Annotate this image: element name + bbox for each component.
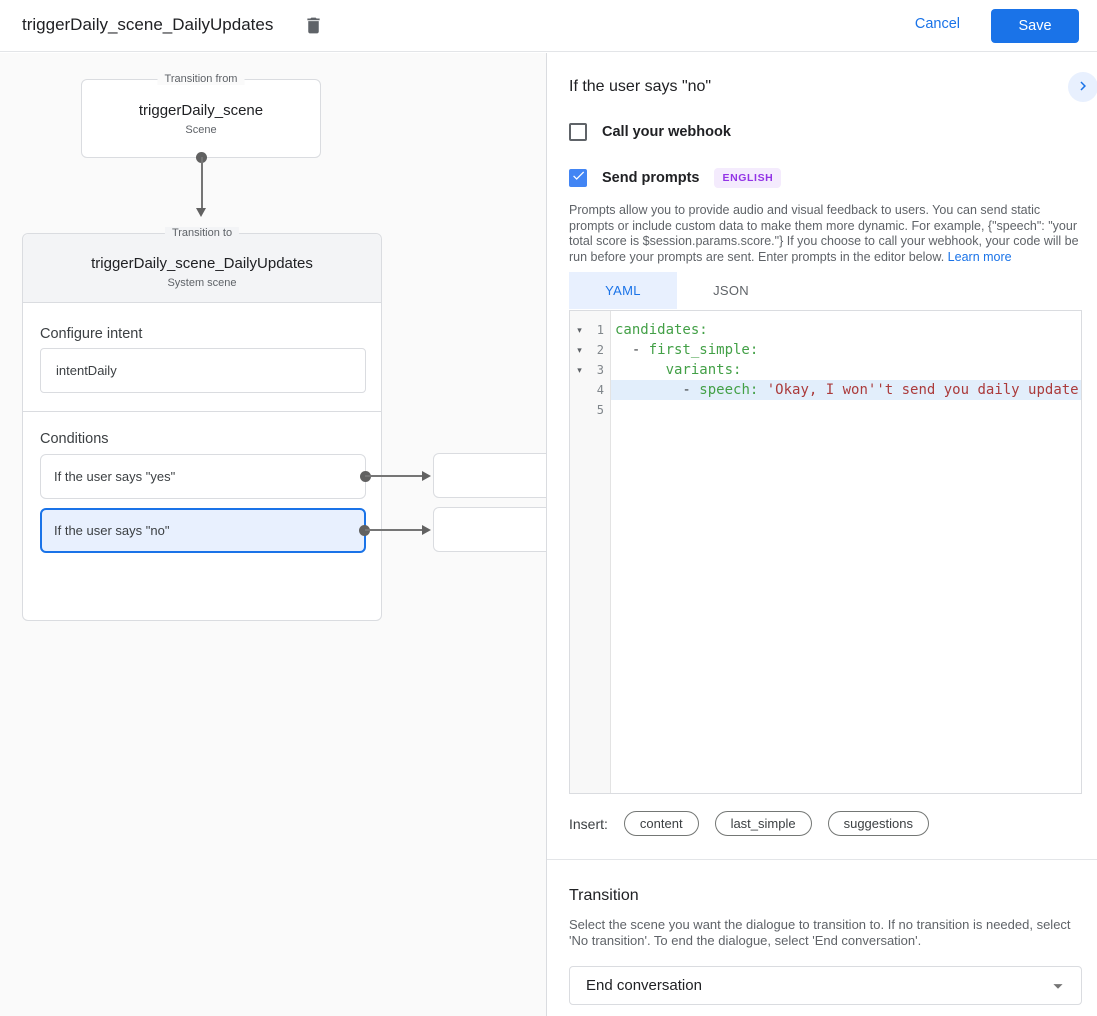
delete-button[interactable] — [300, 14, 326, 40]
conditions-heading: Conditions — [40, 431, 109, 447]
code-token — [758, 382, 766, 398]
from-scene-name: triggerDaily_scene — [138, 102, 264, 119]
transition-select-value: End conversation — [586, 977, 702, 994]
transition-to-node[interactable]: Transition to triggerDaily_scene_DailyUp… — [22, 227, 382, 621]
line-number: 2 — [596, 343, 604, 357]
yes-target-node[interactable] — [433, 453, 546, 498]
to-scene-type: System scene — [167, 277, 237, 289]
code-token: 'Okay, I won''t send you daily update — [766, 382, 1079, 398]
to-scene-name: triggerDaily_scene_DailyUpdates — [91, 255, 313, 272]
insert-chip-content[interactable]: content — [623, 811, 699, 836]
chevron-right-icon — [1074, 77, 1092, 98]
no-target-node[interactable] — [433, 507, 546, 552]
editor-format-tabs: YAML JSON — [569, 272, 785, 309]
code-editor[interactable]: ▾ 1 ▾ 2 ▾ 3 4 5 candidates: - first_simple: var… — [569, 310, 1082, 794]
code-token: candidates: — [615, 322, 708, 338]
line-number: 3 — [596, 363, 604, 377]
code-line[interactable]: - first_simple: — [611, 340, 1081, 360]
tab-yaml[interactable]: YAML — [569, 272, 677, 309]
editor-gutter: ▾ 1 ▾ 2 ▾ 3 4 5 — [570, 311, 611, 793]
configure-intent-heading: Configure intent — [40, 326, 143, 342]
condition-detail-panel: If the user says "no" Call your webhook … — [546, 53, 1097, 1016]
save-button[interactable]: Save — [991, 9, 1079, 43]
webhook-checkbox[interactable] — [569, 123, 587, 141]
intent-field[interactable]: intentDaily — [40, 348, 366, 393]
line-number: 4 — [596, 383, 604, 397]
fold-arrow-icon[interactable]: ▾ — [577, 324, 582, 335]
to-node-header: Transition to triggerDaily_scene_DailyUp… — [23, 227, 381, 303]
panel-title: If the user says "no" — [569, 78, 712, 95]
code-token: - — [615, 382, 700, 398]
learn-more-link[interactable]: Learn more — [947, 249, 1012, 264]
condition-label: If the user says "yes" — [54, 469, 176, 484]
connector-line — [365, 529, 423, 531]
code-token: speech: — [699, 382, 759, 398]
topbar: triggerDaily_scene_DailyUpdates Cancel S… — [0, 0, 1097, 52]
insert-label: Insert: — [569, 815, 608, 832]
fold-arrow-icon[interactable]: ▾ — [577, 364, 582, 375]
insert-row: Insert: content last_simple suggestions — [569, 811, 929, 836]
language-badge: ENGLISH — [714, 168, 782, 188]
editor-code[interactable]: candidates: - first_simple: variants: - … — [611, 311, 1081, 793]
webhook-label: Call your webhook — [602, 124, 731, 140]
code-token — [615, 362, 666, 378]
code-line[interactable]: variants: — [611, 360, 1081, 380]
insert-chip-suggestions[interactable]: suggestions — [827, 811, 929, 836]
prompts-description: Prompts allow you to provide audio and v… — [569, 203, 1082, 265]
prompts-description-text: Prompts allow you to provide audio and v… — [569, 203, 1079, 264]
line-number: 1 — [596, 323, 604, 337]
insert-chip-last_simple[interactable]: last_simple — [714, 811, 812, 836]
transition-from-node[interactable]: Transition from triggerDaily_scene Scene — [81, 73, 321, 158]
fold-arrow-icon[interactable]: ▾ — [577, 344, 582, 355]
code-line[interactable] — [611, 400, 1081, 420]
arrow-right-icon — [422, 524, 431, 535]
code-line[interactable]: candidates: — [611, 320, 1081, 340]
condition-item[interactable]: If the user says "yes" — [40, 454, 371, 499]
page-title: triggerDaily_scene_DailyUpdates — [22, 15, 274, 34]
line-number: 5 — [596, 403, 604, 417]
trash-icon — [303, 15, 324, 39]
transition-select[interactable]: End conversation — [569, 966, 1082, 1005]
cancel-button[interactable]: Cancel — [914, 16, 960, 32]
code-token: - — [615, 342, 649, 358]
condition-label: If the user says "no" — [54, 523, 170, 538]
condition-item[interactable]: If the user says "no" — [40, 508, 370, 553]
code-token: variants: — [665, 362, 742, 378]
connector-line — [200, 157, 203, 209]
webhook-row: Call your webhook — [569, 123, 731, 141]
tab-json[interactable]: JSON — [713, 283, 749, 298]
connector-dot — [359, 525, 370, 536]
section-divider — [23, 411, 381, 412]
arrow-down-icon — [196, 208, 206, 217]
code-token: first_simple: — [648, 342, 759, 358]
flow-canvas[interactable]: Transition from triggerDaily_scene Scene… — [0, 53, 546, 1016]
collapse-panel-button[interactable] — [1068, 72, 1097, 102]
code-line[interactable]: - speech: 'Okay, I won''t send you daily… — [611, 380, 1081, 400]
transition-description: Select the scene you want the dialogue t… — [569, 917, 1071, 948]
arrow-right-icon — [422, 470, 431, 481]
send-prompts-checkbox[interactable] — [569, 169, 587, 187]
panel-divider — [547, 859, 1097, 860]
transition-from-label: Transition from — [157, 73, 245, 85]
check-icon — [571, 168, 586, 188]
send-prompts-row: Send prompts ENGLISH — [569, 168, 782, 188]
conditions-list: If the user says "yes" If the user says "… — [40, 454, 371, 562]
transition-to-label: Transition to — [164, 227, 240, 239]
from-scene-type: Scene — [185, 124, 217, 136]
send-prompts-label: Send prompts — [602, 170, 700, 186]
dropdown-caret-icon — [1047, 975, 1069, 1001]
connector-line — [365, 475, 423, 477]
transition-heading: Transition — [569, 887, 639, 904]
